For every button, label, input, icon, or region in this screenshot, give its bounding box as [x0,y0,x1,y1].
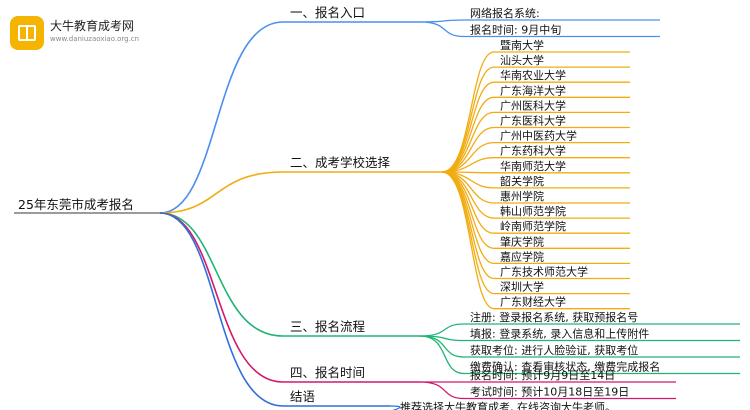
book-icon [10,16,44,50]
leaf-label: 缴费确认: 查看审核状态, 缴费完成报名 [470,360,660,374]
leaf-edge [441,171,495,310]
leaf-label: 韩山师范学院 [500,204,566,218]
leaf-label: 汕头大学 [500,53,544,67]
section-label: 四、报名时间 [290,365,365,380]
leaf-label: 广东海洋大学 [500,83,566,97]
leaf-label: 填报: 登录系统, 录入信息和上传附件 [470,327,649,341]
leaf-edge [441,81,495,173]
section-edge [159,212,284,407]
leaf-label: 网络报名系统: [470,6,540,20]
leaf-label: 华南农业大学 [500,68,566,82]
leaf-label: 嘉应学院 [500,249,544,263]
leaf-edge [419,323,465,337]
leaf-label: 推荐选择大牛教育成考, 在线咨询大牛老师。 [400,400,616,410]
leaf-label: 广东财经大学 [500,295,566,309]
logo-url: www.daniuzaoxiao.org.cn [50,35,140,43]
mind-map-nodes: 25年东莞市成考报名 一、报名入口 网络报名系统: 报名时间: 9月中旬二、成考学校… [18,5,660,410]
leaf-label: 广东医科大学 [500,114,566,128]
leaf-label: 惠州学院 [500,189,544,203]
leaf-label: 考试时间: 预计10月18日至19日 [470,386,629,399]
mind-map-edges [14,19,740,410]
leaf-label: 华南师范大学 [500,159,566,173]
root-node: 25年东莞市成考报名 [18,197,134,212]
section-label: 结语 [290,389,315,404]
leaf-label: 岭南师范学院 [500,219,566,233]
leaf-label: 暨南大学 [500,38,544,52]
leaf-edge [419,335,465,375]
leaf-label: 获取考位: 进行人脸验证, 获取考位 [470,343,638,357]
section-label: 三、报名流程 [290,319,366,334]
leaf-label: 广州中医药大学 [500,129,577,143]
leaf-label: 广东药科大学 [500,144,566,158]
site-logo: 大牛教育成考网 www.daniuzaoxiao.org.cn [10,16,160,52]
leaf-edge [419,335,465,358]
leaf-edge [441,96,495,173]
leaf-label: 注册: 登录报名系统, 获取预报名号 [470,310,638,324]
logo-title: 大牛教育成考网 [50,19,135,33]
leaf-label: 报名时间: 9月中旬 [470,23,561,37]
leaf-label: 广州医科大学 [500,98,566,112]
leaf-edge [419,381,465,400]
section-edge [159,212,284,383]
leaf-label: 深圳大学 [500,280,544,294]
leaf-edge [419,21,465,38]
leaf-label: 肇庆学院 [500,234,544,248]
section-edge [159,21,284,214]
leaf-label: 报名时间: 预计9月9日至14日 [470,368,615,382]
leaf-label: 韶关学院 [500,174,544,188]
leaf-edge [441,51,495,173]
section-label: 一、报名入口 [290,5,365,20]
section-label: 二、成考学校选择 [290,155,391,170]
leaf-edge [441,66,495,173]
leaf-label: 广东技术师范大学 [500,265,588,279]
section-edge [159,171,284,214]
leaf-edge [389,405,401,410]
section-edge [159,212,284,337]
